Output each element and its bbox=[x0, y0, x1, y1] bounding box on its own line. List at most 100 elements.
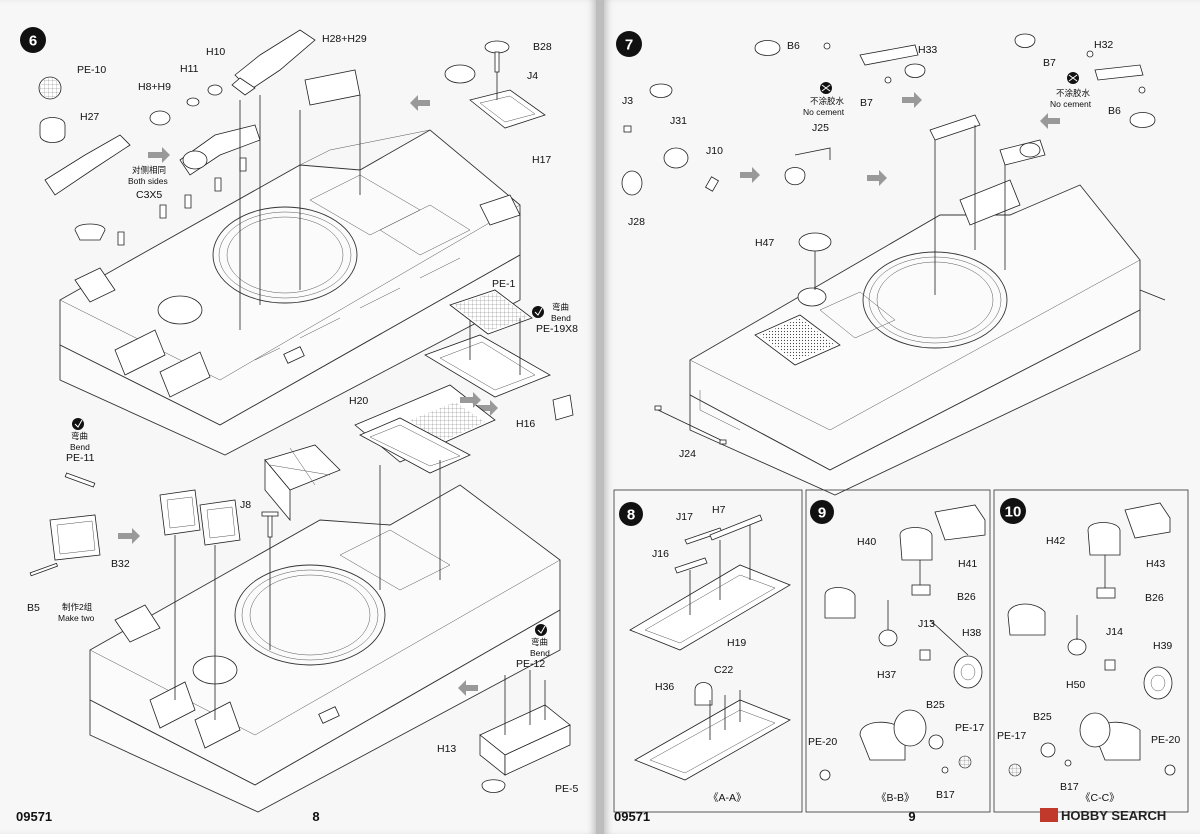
step-6-number: 6 bbox=[29, 33, 37, 50]
label-h19: H19 bbox=[727, 637, 746, 649]
label-bend-1: Bend bbox=[551, 313, 571, 323]
step-6-labels: H28+H29 H10 H11 H8+H9 PE-10 H27 对侧相同 Bot… bbox=[27, 33, 579, 795]
label-h17: H17 bbox=[532, 154, 551, 166]
label-j24: J24 bbox=[679, 448, 696, 460]
label-j8: J8 bbox=[240, 499, 251, 511]
label-pe17: PE-17 bbox=[955, 722, 984, 734]
label-h32: H32 bbox=[1094, 39, 1113, 51]
step-8: 8 J17 H7 J16 H19 C22 H36 《A-A》 bbox=[619, 502, 791, 804]
step-10-number: 10 bbox=[1005, 504, 1022, 521]
label-h8h9: H8+H9 bbox=[138, 81, 171, 93]
label-j10: J10 bbox=[706, 145, 723, 157]
label-pe12: PE-12 bbox=[516, 658, 545, 670]
left-page-number: 8 bbox=[312, 809, 319, 824]
label-section-cc: 《C-C》 bbox=[1080, 792, 1120, 804]
label-h10: H10 bbox=[206, 46, 225, 58]
label-both-sides: Both sides bbox=[128, 176, 168, 186]
label-b28: B28 bbox=[533, 41, 552, 53]
label-h36: H36 bbox=[655, 681, 674, 693]
label-section-aa: 《A-A》 bbox=[708, 792, 747, 804]
label-h28h29: H28+H29 bbox=[322, 33, 367, 45]
step-6-badge bbox=[20, 27, 46, 53]
label-h27: H27 bbox=[80, 111, 99, 123]
label-b25-c: B25 bbox=[1033, 711, 1052, 723]
step-8-badge bbox=[619, 502, 643, 526]
label-j4: J4 bbox=[527, 70, 538, 82]
label-b6a: B6 bbox=[787, 40, 800, 52]
label-bend-3: Bend bbox=[530, 648, 550, 658]
label-j31: J31 bbox=[670, 115, 687, 127]
label-no-cement-cn-1: 不涂胶水 bbox=[810, 96, 845, 106]
label-pe11: PE-11 bbox=[66, 452, 95, 464]
label-b26-c: B26 bbox=[1145, 592, 1164, 604]
step-6: 6 bbox=[16, 27, 579, 824]
label-b17: B17 bbox=[936, 789, 955, 801]
label-bend-cn-1: 弯曲 bbox=[552, 302, 569, 312]
upper-hull-drawing bbox=[59, 69, 521, 456]
label-h40: H40 bbox=[857, 536, 876, 548]
label-pe19x8: PE-19X8 bbox=[536, 323, 578, 335]
label-b6b: B6 bbox=[1108, 105, 1121, 117]
grille-assembly bbox=[424, 289, 574, 421]
label-pe20: PE-20 bbox=[808, 736, 837, 748]
label-b5: B5 bbox=[27, 602, 40, 614]
label-pe20-c: PE-20 bbox=[1151, 734, 1180, 746]
watermark-logo-icon bbox=[1040, 808, 1058, 822]
label-no-cement-cn-2: 不涂胶水 bbox=[1056, 88, 1091, 98]
label-j25: J25 bbox=[812, 122, 829, 134]
label-pe5: PE-5 bbox=[555, 783, 579, 795]
watermark: HOBBY SEARCH bbox=[1040, 808, 1166, 823]
label-bend-2: Bend bbox=[70, 442, 90, 452]
label-no-cement-2: No cement bbox=[1050, 99, 1092, 109]
step-9: 9 H40 H41 B26 J13 H38 H37 B25 PE-17 PE-2… bbox=[808, 500, 986, 804]
right-page-code: 09571 bbox=[614, 809, 650, 824]
label-no-cement-1: No cement bbox=[803, 107, 845, 117]
label-b17-c: B17 bbox=[1060, 781, 1079, 793]
step-7-parts bbox=[621, 33, 1156, 445]
sub-step-frames bbox=[613, 489, 1189, 813]
label-h43: H43 bbox=[1146, 558, 1165, 570]
label-h38: H38 bbox=[962, 627, 981, 639]
label-h42: H42 bbox=[1046, 535, 1065, 547]
step-9-number: 9 bbox=[818, 505, 826, 522]
step-7-badge bbox=[616, 31, 642, 57]
label-bend-cn-2: 弯曲 bbox=[71, 431, 88, 441]
label-j28: J28 bbox=[628, 216, 645, 228]
label-c3x5: C3X5 bbox=[136, 189, 162, 201]
label-section-bb: 《B-B》 bbox=[876, 792, 915, 804]
label-j16: J16 bbox=[652, 548, 669, 560]
label-bend-cn-3: 弯曲 bbox=[531, 637, 548, 647]
label-b32: B32 bbox=[111, 558, 130, 570]
label-h20: H20 bbox=[349, 395, 368, 407]
label-h50: H50 bbox=[1066, 679, 1085, 691]
step-7-number: 7 bbox=[625, 37, 633, 54]
label-c22: C22 bbox=[714, 664, 733, 676]
label-h7: H7 bbox=[712, 504, 726, 516]
upper-parts bbox=[38, 29, 546, 330]
label-b7a: B7 bbox=[860, 97, 873, 109]
watermark-text: HOBBY SEARCH bbox=[1061, 808, 1166, 823]
label-j13: J13 bbox=[918, 618, 935, 630]
label-b7b: B7 bbox=[1043, 57, 1056, 69]
left-page-code: 09571 bbox=[16, 809, 52, 824]
label-pe1: PE-1 bbox=[492, 278, 516, 290]
page-gutter bbox=[596, 0, 604, 834]
step-7: 7 bbox=[616, 31, 1166, 496]
lower-parts bbox=[29, 384, 571, 793]
label-h47: H47 bbox=[755, 237, 774, 249]
label-pe17-c: PE-17 bbox=[997, 730, 1026, 742]
right-page-number: 9 bbox=[908, 809, 915, 824]
label-h33: H33 bbox=[918, 44, 937, 56]
step-7-labels: B6 H33 不涂胶水 No cement B7 H32 B7 不涂胶水 No … bbox=[622, 39, 1121, 460]
step-9-badge bbox=[810, 500, 834, 524]
label-j17: J17 bbox=[676, 511, 693, 523]
label-b26: B26 bbox=[957, 591, 976, 603]
lower-hull-drawing bbox=[89, 444, 561, 813]
step-10: 10 H42 H43 B26 J14 H39 H50 PE-17 B25 PE-… bbox=[997, 498, 1180, 804]
label-h37: H37 bbox=[877, 669, 896, 681]
label-h39: H39 bbox=[1153, 640, 1172, 652]
label-make-two: Make two bbox=[58, 613, 95, 623]
label-h16: H16 bbox=[516, 418, 535, 430]
step-8-number: 8 bbox=[627, 507, 635, 524]
